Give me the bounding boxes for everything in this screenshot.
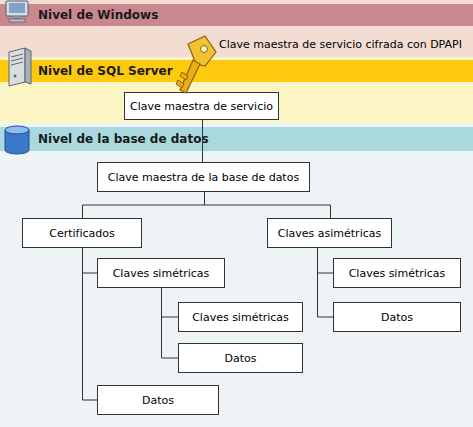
band-title: Nivel de SQL Server [38, 64, 173, 78]
box-text: Datos [142, 394, 174, 407]
key-box: Claves simétricas [97, 258, 225, 288]
box-text: Certificados [49, 227, 115, 240]
data-box: Datos [178, 343, 303, 373]
box-text: Datos [225, 352, 257, 365]
box-text: Datos [381, 311, 413, 324]
band-header: Nivel de Windows [0, 4, 473, 26]
sql-server-band: Nivel de SQL ServerClave maestra de serv… [0, 57, 473, 123]
key-box: Claves simétricas [178, 302, 303, 332]
box-text: Claves simétricas [113, 267, 210, 280]
band-header: Nivel de SQL Server [0, 60, 473, 82]
band-title: Nivel de la base de datos [38, 132, 209, 146]
band-title: Nivel de Windows [38, 8, 158, 22]
callout-text: Clave maestra de servicio cifrada con DP… [219, 38, 462, 51]
certificate-box: Certificados [22, 218, 142, 248]
box-text: Clave maestra de la base de datos [108, 171, 299, 184]
box-text: Claves simétricas [349, 267, 446, 280]
box-text: Claves simétricas [192, 311, 289, 324]
key-box: Claves asimétricas [267, 218, 392, 248]
key-box: Clave maestra de la base de datos [97, 162, 310, 192]
band-header: Nivel de la base de datos [0, 127, 473, 151]
data-box: Datos [97, 385, 219, 415]
key-box: Clave maestra de servicio [124, 92, 279, 120]
database-band: Nivel de la base de datosClave maestra d… [0, 123, 473, 427]
box-text: Clave maestra de servicio [130, 100, 273, 113]
data-box: Datos [333, 302, 461, 332]
key-box: Claves simétricas [333, 258, 461, 288]
box-text: Claves asimétricas [278, 227, 381, 240]
